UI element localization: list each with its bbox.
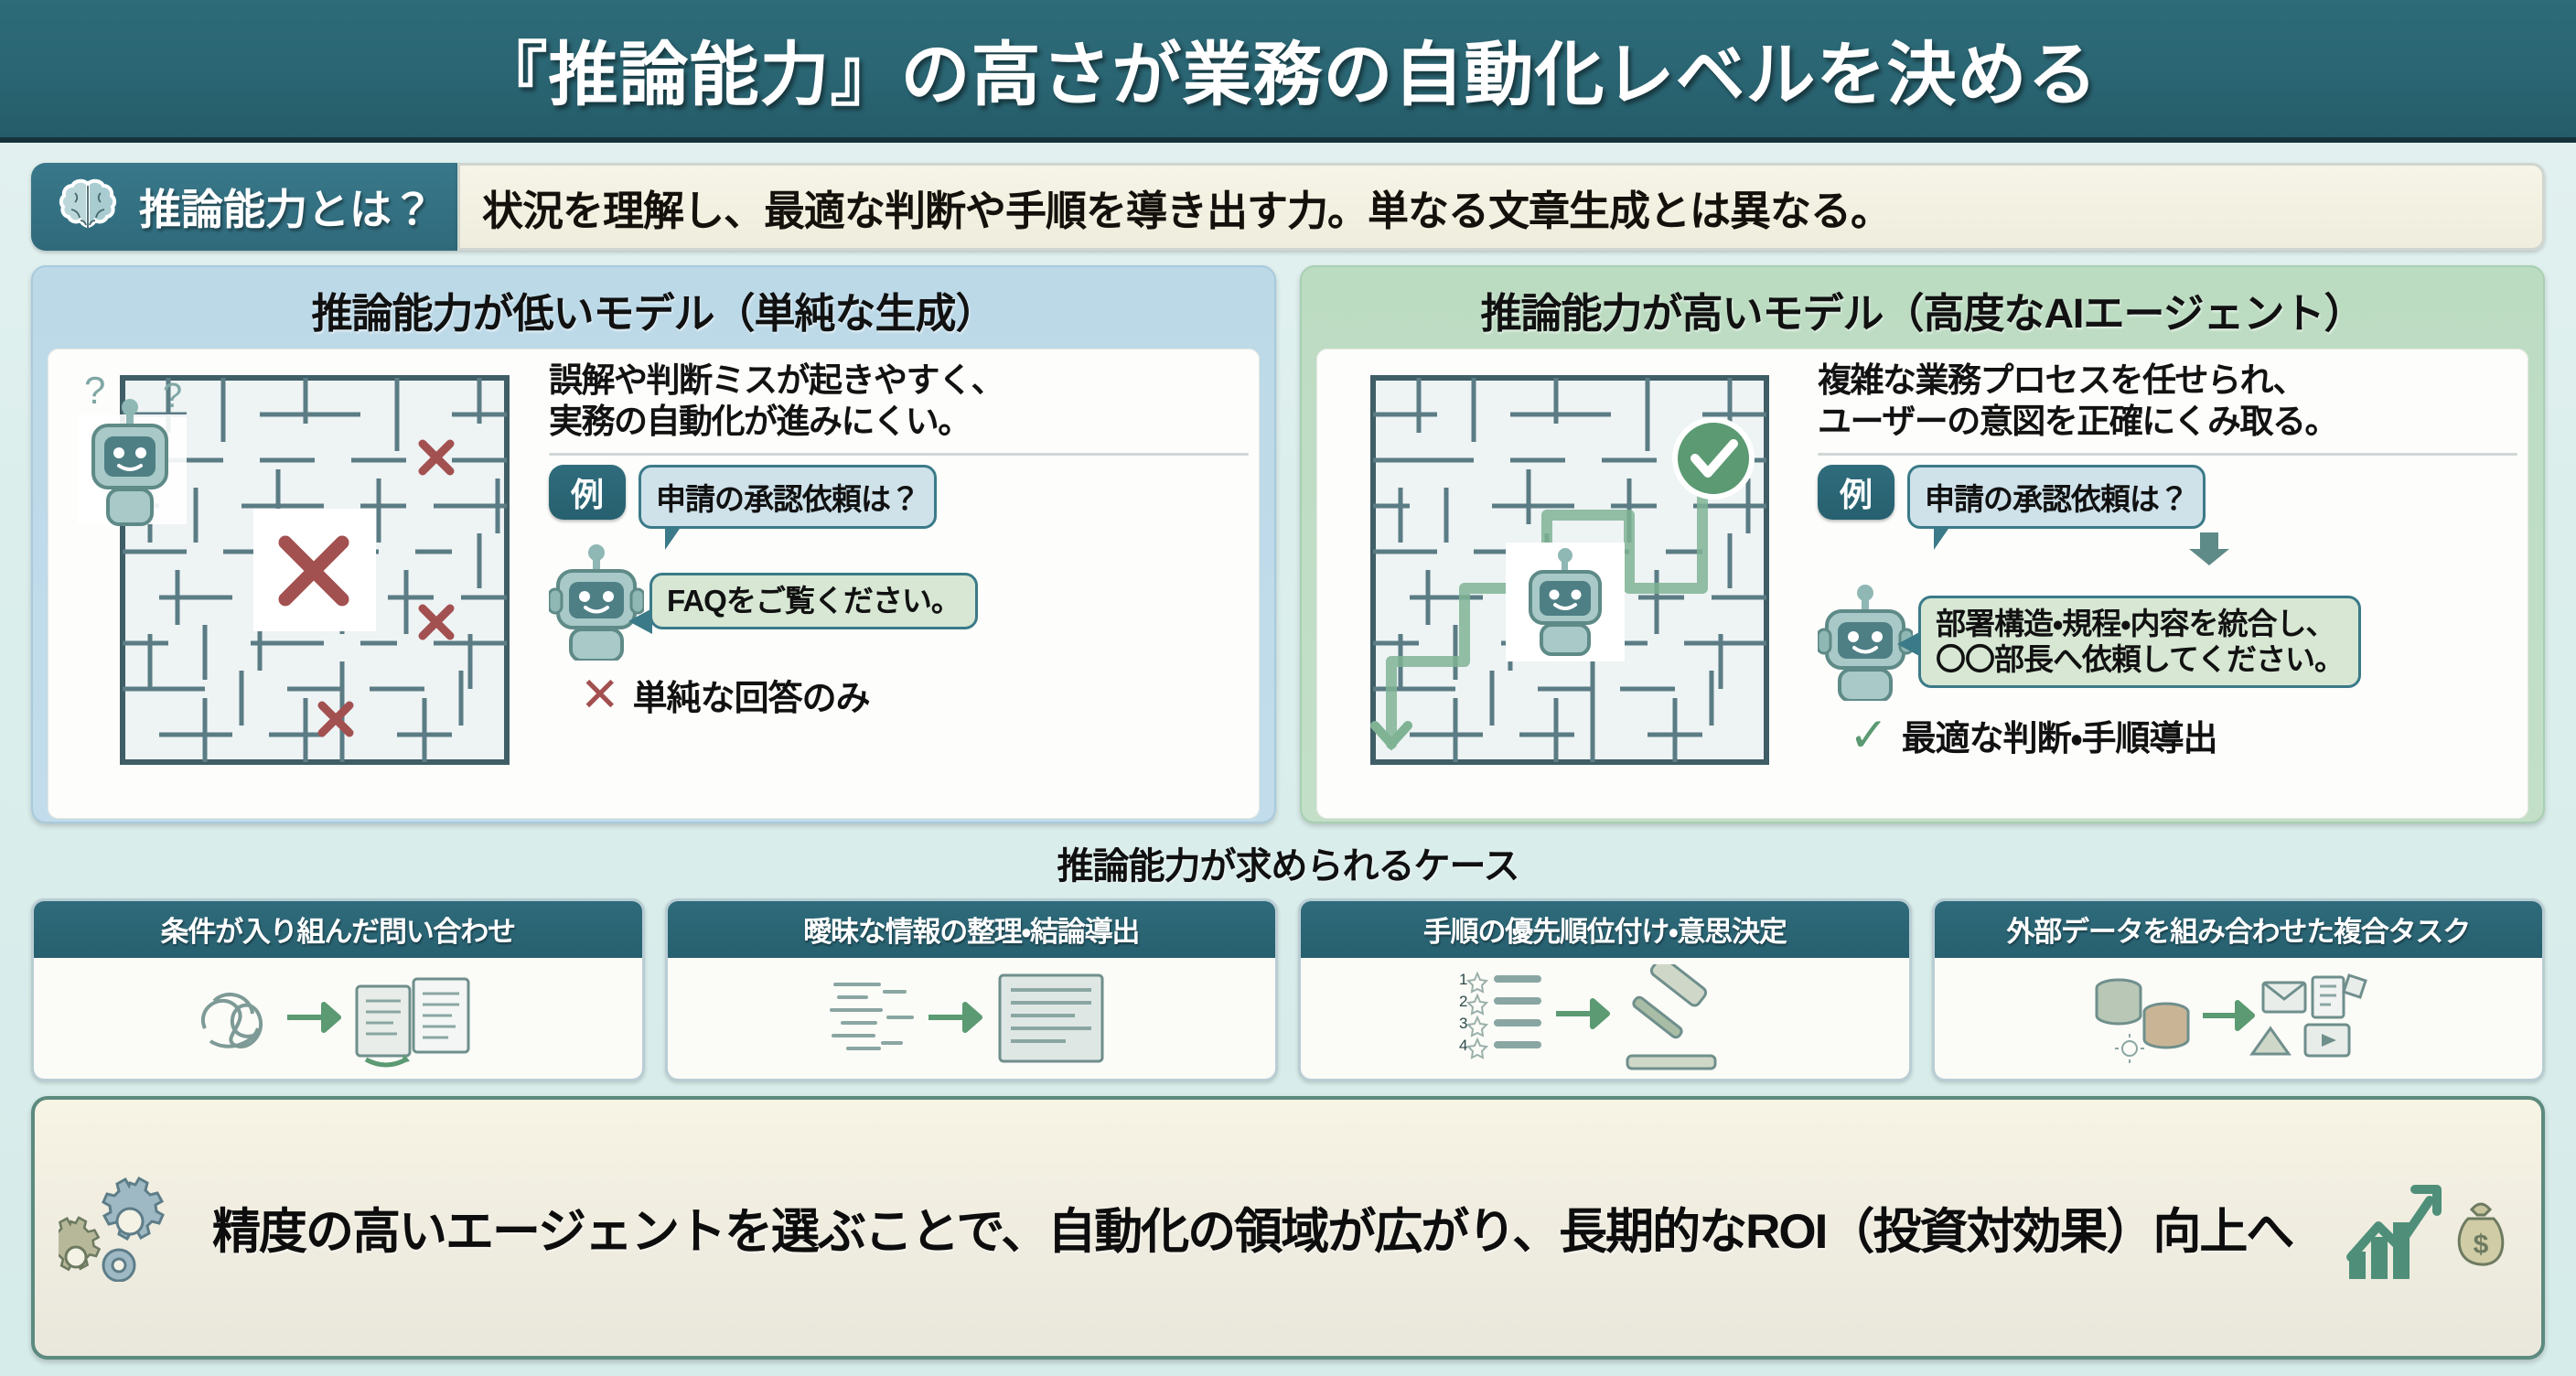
panel-low-text-col: 誤解や判断ミスが起きやすく、 実務の自動化が進みにくい。 例 申請の承認依頼は？ [543,360,1249,808]
maze-low-illustration: ? ? [59,360,534,808]
definition-row: 推論能力とは？ 状況を理解し、最適な判断や手順を導き出す力。単なる文章生成とは異… [31,163,2545,251]
verdict-high: ✓ 最適な判断・手順導出 [1818,710,2517,760]
confused-robot-icon: ? ? [77,369,187,526]
verdict-high-text: 最適な判断・手順導出 [1901,720,2218,759]
footer-banner: 精度の高いエージェントを選ぶことで、自動化の領域が広がり、長期的なROI（投資対… [31,1096,2545,1360]
case-card-1-title: 条件が入り組んだ問い合わせ [34,901,642,958]
answer-bubble-high-line2: 〇〇部長へ依頼してください。 [1936,642,2345,677]
answer-bubble-low-line1: FAQをご覧ください。 [667,584,961,618]
answer-bubble-low: FAQをご覧ください。 [628,573,978,635]
page-title: 『推論能力』の高さが業務の自動化レベルを決める [478,37,2098,114]
case-card-1[interactable]: 条件が入り組んだ問い合わせ [31,898,645,1081]
comparison-panels: 推論能力が低いモデル（単純な生成） [31,265,2545,823]
panel-high-example-row: 例 申請の承認依頼は？ [1818,465,2517,551]
case-card-4-title: 外部データを組み合わせた複合タスク [1934,901,2542,958]
panel-low-lead-line2: 実務の自動化が進みにくい。 [549,403,971,441]
cases-row: 条件が入り組んだ問い合わせ [31,898,2545,1081]
case-card-2[interactable]: 曖昧な情報の整理・結論導出 [664,898,1278,1081]
definition-box: 状況を理解し、最適な判断や手順を導き出す力。単なる文章生成とは異なる。 [457,163,2545,251]
maze-high-illustration [1327,360,1803,808]
robot-icon-low [547,542,646,663]
cases-heading: 推論能力が求められるケース [1057,846,1520,887]
panel-high-answer-row: 部署構造・規程・内容を統合し、 〇〇部長へ依頼してください。 [1816,582,2517,704]
brain-icon [53,178,123,235]
definition-label-chip: 推論能力とは？ [31,163,457,251]
case-card-3-title: 手順の優先順位付け・意思決定 [1301,901,1909,958]
svg-text:2: 2 [1459,993,1467,1010]
svg-text:$: $ [2474,1230,2489,1260]
panel-high-lead-line1: 複雑な業務プロセスを任せられ、 [1818,361,2306,399]
answer-bubble-high: 部署構造・規程・内容を統合し、 〇〇部長へ依頼してください。 [1896,595,2362,688]
panel-high-lead: 複雑な業務プロセスを任せられ、 ユーザーの意図を正確にくみ取る。 [1818,360,2517,442]
panel-high-title: 推論能力が高いモデル（高度なAIエージェント） [1480,290,2365,337]
svg-text:4: 4 [1459,1037,1467,1054]
panel-high-divider [1818,453,2517,457]
svg-text:1: 1 [1459,971,1467,988]
panel-high-reasoning: 推論能力が高いモデル（高度なAIエージェント） [1300,265,2545,823]
panel-low-example-row: 例 申請の承認依頼は？ [549,465,1249,551]
example-badge-high: 例 [1818,465,1894,521]
ranked-list-to-gavel-icon: 1 2 3 4 [1301,958,1909,1079]
definition-text: 状況を理解し、最適な判断や手順を導き出す力。単なる文章生成とは異なる。 [482,187,1892,234]
answer-bubble-high-line1: 部署構造・規程・内容を統合し、 [1936,606,2335,640]
case-card-3[interactable]: 手順の優先順位付け・意思決定 1 2 3 4 [1298,898,1912,1081]
panel-low-divider [549,453,1249,457]
panel-low-title: 推論能力が低いモデル（単純な生成） [311,290,996,337]
scattered-text-to-document-icon [668,958,1276,1079]
tangled-threads-to-documents-icon [34,958,642,1079]
question-bubble-low: 申請の承認依頼は？ [639,465,937,551]
svg-text:?: ? [84,369,105,412]
verdict-low-text: 単純な回答のみ [632,680,871,719]
growth-chart-money-icon: $ [2344,1173,2517,1283]
databases-to-multichannel-icon [1935,958,2543,1079]
gears-icon [46,1174,196,1283]
verdict-low: ✕ 単純な回答のみ [549,670,1249,720]
case-card-2-title: 曖昧な情報の整理・結論導出 [667,901,1275,958]
case-card-4[interactable]: 外部データを組み合わせた複合タスク [1931,898,2545,1081]
down-arrow-icon [1900,531,2517,567]
svg-text:?: ? [163,377,182,415]
panel-high-lead-line2: ユーザーの意図を正確にくみ取る。 [1818,403,2339,441]
footer-text: 精度の高いエージェントを選ぶことで、自動化の領域が広がり、長期的なROI（投資対… [212,1205,2294,1259]
header-banner: 『推論能力』の高さが業務の自動化レベルを決める [0,0,2576,143]
panel-low-body: ? ? 誤解や判断ミスが起きやすく、 実務の自動化が進みにくい。 例 申請の承認… [48,349,1260,819]
check-circle-icon [1672,417,1755,500]
svg-text:3: 3 [1459,1015,1467,1032]
panel-high-text-col: 複雑な業務プロセスを任せられ、 ユーザーの意図を正確にくみ取る。 例 申請の承認… [1812,360,2517,808]
question-bubble-high: 申請の承認依頼は？ [1907,465,2206,551]
panel-low-reasoning: 推論能力が低いモデル（単純な生成） [31,265,1276,823]
panel-low-lead-line1: 誤解や判断ミスが起きやすく、 [549,361,1005,399]
panel-high-body: 複雑な業務プロセスを任せられ、 ユーザーの意図を正確にくみ取る。 例 申請の承認… [1316,349,2528,819]
example-badge-low: 例 [549,465,626,521]
x-mark-icon: ✕ [580,668,620,722]
check-mark-icon: ✓ [1849,708,1889,762]
panel-low-answer-row: FAQをご覧ください。 [547,542,1249,663]
robot-in-maze-icon [1529,548,1602,656]
definition-label-text: 推論能力とは？ [139,186,434,233]
panel-low-lead: 誤解や判断ミスが起きやすく、 実務の自動化が進みにくい。 [549,360,1249,442]
